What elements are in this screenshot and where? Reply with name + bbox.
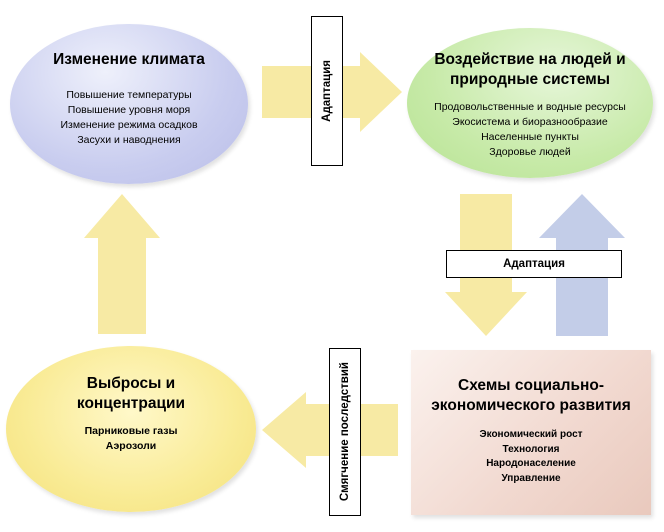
socio-economic-title: Схемы социально- экономического развития [431, 376, 631, 416]
climate-change-item: Повышение температуры [66, 89, 192, 101]
adaptation-label-top-text: Адаптация [321, 60, 333, 122]
impacts-item: Продовольственные и водные ресурсы [434, 101, 626, 113]
climate-change-item: Изменение режима осадков [60, 119, 198, 131]
arrow-up-left [84, 194, 160, 334]
mitigation-label: Смягчение последствий [329, 348, 361, 516]
emissions-title-line: концентрации [76, 395, 186, 412]
socio-economic-item: Экономический рост [479, 429, 583, 440]
impacts-item: Населенные пункты [481, 131, 579, 143]
impacts-title-line: Воздействие на людей и [434, 51, 626, 68]
adaptation-label-top: Адаптация [311, 16, 343, 166]
socio-economic-node: Схемы социально- экономического развития… [411, 350, 651, 515]
impacts-node: Воздействие на людей и природные системы… [407, 28, 653, 178]
emissions-node: Выбросы и концентрации Парниковые газы А… [6, 346, 256, 512]
climate-change-title: Изменение климата [53, 51, 205, 68]
emissions-title-line: Выбросы и [86, 375, 176, 392]
adaptation-label-middle: Адаптация [446, 250, 622, 278]
emissions-title: Выбросы и концентрации [77, 374, 185, 414]
socio-economic-item: Технология [502, 443, 560, 455]
impacts-item: Экосистема и биоразнообразие [452, 116, 608, 128]
socio-economic-item: Управление [501, 472, 561, 484]
socio-economic-item: Народонаселение [486, 458, 576, 469]
climate-change-item: Повышение уровня моря [67, 104, 191, 116]
mitigation-label-text: Смягчение последствий [339, 362, 351, 502]
impacts-item: Здоровье людей [489, 146, 571, 158]
impacts-title: Воздействие на людей и природные системы [434, 50, 625, 90]
climate-change-item: Засухи и наводнения [77, 134, 181, 146]
impacts-title-line: природные системы [450, 71, 610, 88]
socio-economic-title-line: Схемы социально- [458, 377, 604, 394]
socio-economic-title-line: экономического развития [431, 397, 631, 414]
emissions-item: Парниковые газы [84, 425, 178, 437]
emissions-item: Аэрозоли [105, 440, 157, 452]
climate-change-node: Изменение климата Повышение температуры … [10, 24, 248, 184]
